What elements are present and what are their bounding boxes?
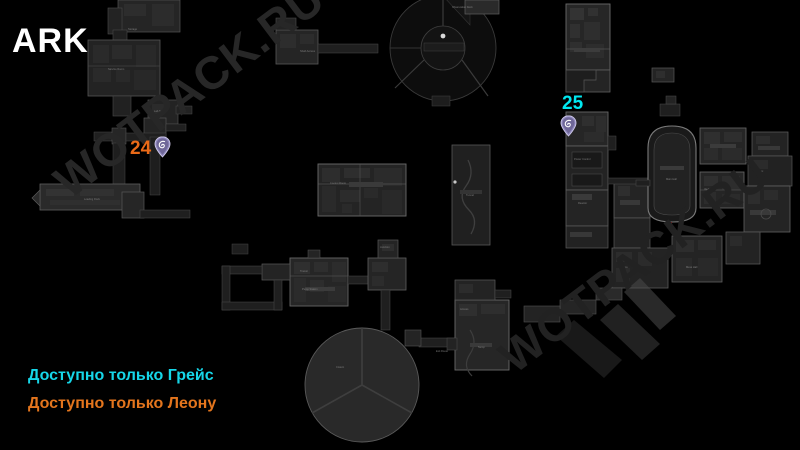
map-region-misc <box>231 95 681 255</box>
legend-item-grace: Доступно только Грейс <box>28 367 214 384</box>
svg-text:Mess Hall: Mess Hall <box>686 265 698 269</box>
svg-text:Annex: Annex <box>756 169 764 173</box>
map-marker-25-label: 25 <box>562 93 584 114</box>
svg-text:Shaft Access: Shaft Access <box>300 49 316 53</box>
svg-text:Tunnel: Tunnel <box>466 193 474 197</box>
svg-text:Loading Dock: Loading Dock <box>84 197 101 201</box>
svg-text:Lab Sector: Lab Sector <box>154 109 167 113</box>
map-region-southeast <box>446 279 512 377</box>
map-region-north-central <box>275 0 500 107</box>
map-pin-icon[interactable] <box>560 115 577 137</box>
svg-text:Cistern: Cistern <box>336 365 345 369</box>
svg-text:Dorms: Dorms <box>620 265 628 269</box>
svg-text:Junction: Junction <box>380 245 390 249</box>
map-marker-24-label: 24 <box>130 138 152 159</box>
svg-text:Main Hall: Main Hall <box>666 177 677 181</box>
svg-text:Power Control: Power Control <box>574 157 591 161</box>
svg-text:Control Room: Control Room <box>330 181 346 185</box>
map-region-south-circle <box>304 327 456 443</box>
map-region-west-corridor <box>31 117 191 219</box>
svg-text:Transit: Transit <box>300 269 308 273</box>
svg-text:Vault: Vault <box>704 187 710 191</box>
map-region-central-block <box>317 163 407 217</box>
map-region-northeast <box>565 3 675 93</box>
map-region-northwest <box>87 0 193 125</box>
svg-text:Reactor: Reactor <box>578 201 587 205</box>
map-pin-icon[interactable] <box>154 136 171 158</box>
svg-text:Service Room: Service Room <box>108 67 124 71</box>
map-region-east-complex <box>523 111 793 378</box>
legend-item-leon: Доступно только Леону <box>28 395 217 412</box>
legend: Доступно только Грейс Доступно только Ле… <box>28 362 216 418</box>
page-title: ARK <box>12 22 89 60</box>
map-region-south-central <box>221 239 407 331</box>
map-room-labels: Storage Service Room Lab Sector Loading … <box>84 5 764 369</box>
svg-text:Sump: Sump <box>478 345 485 349</box>
svg-text:Storage: Storage <box>128 27 138 31</box>
svg-text:Access: Access <box>460 307 469 311</box>
svg-text:Observation Deck: Observation Deck <box>452 5 473 9</box>
svg-text:Pump Station: Pump Station <box>302 287 318 291</box>
map-region-shaft <box>451 144 491 246</box>
svg-text:Exit Route: Exit Route <box>436 349 449 353</box>
